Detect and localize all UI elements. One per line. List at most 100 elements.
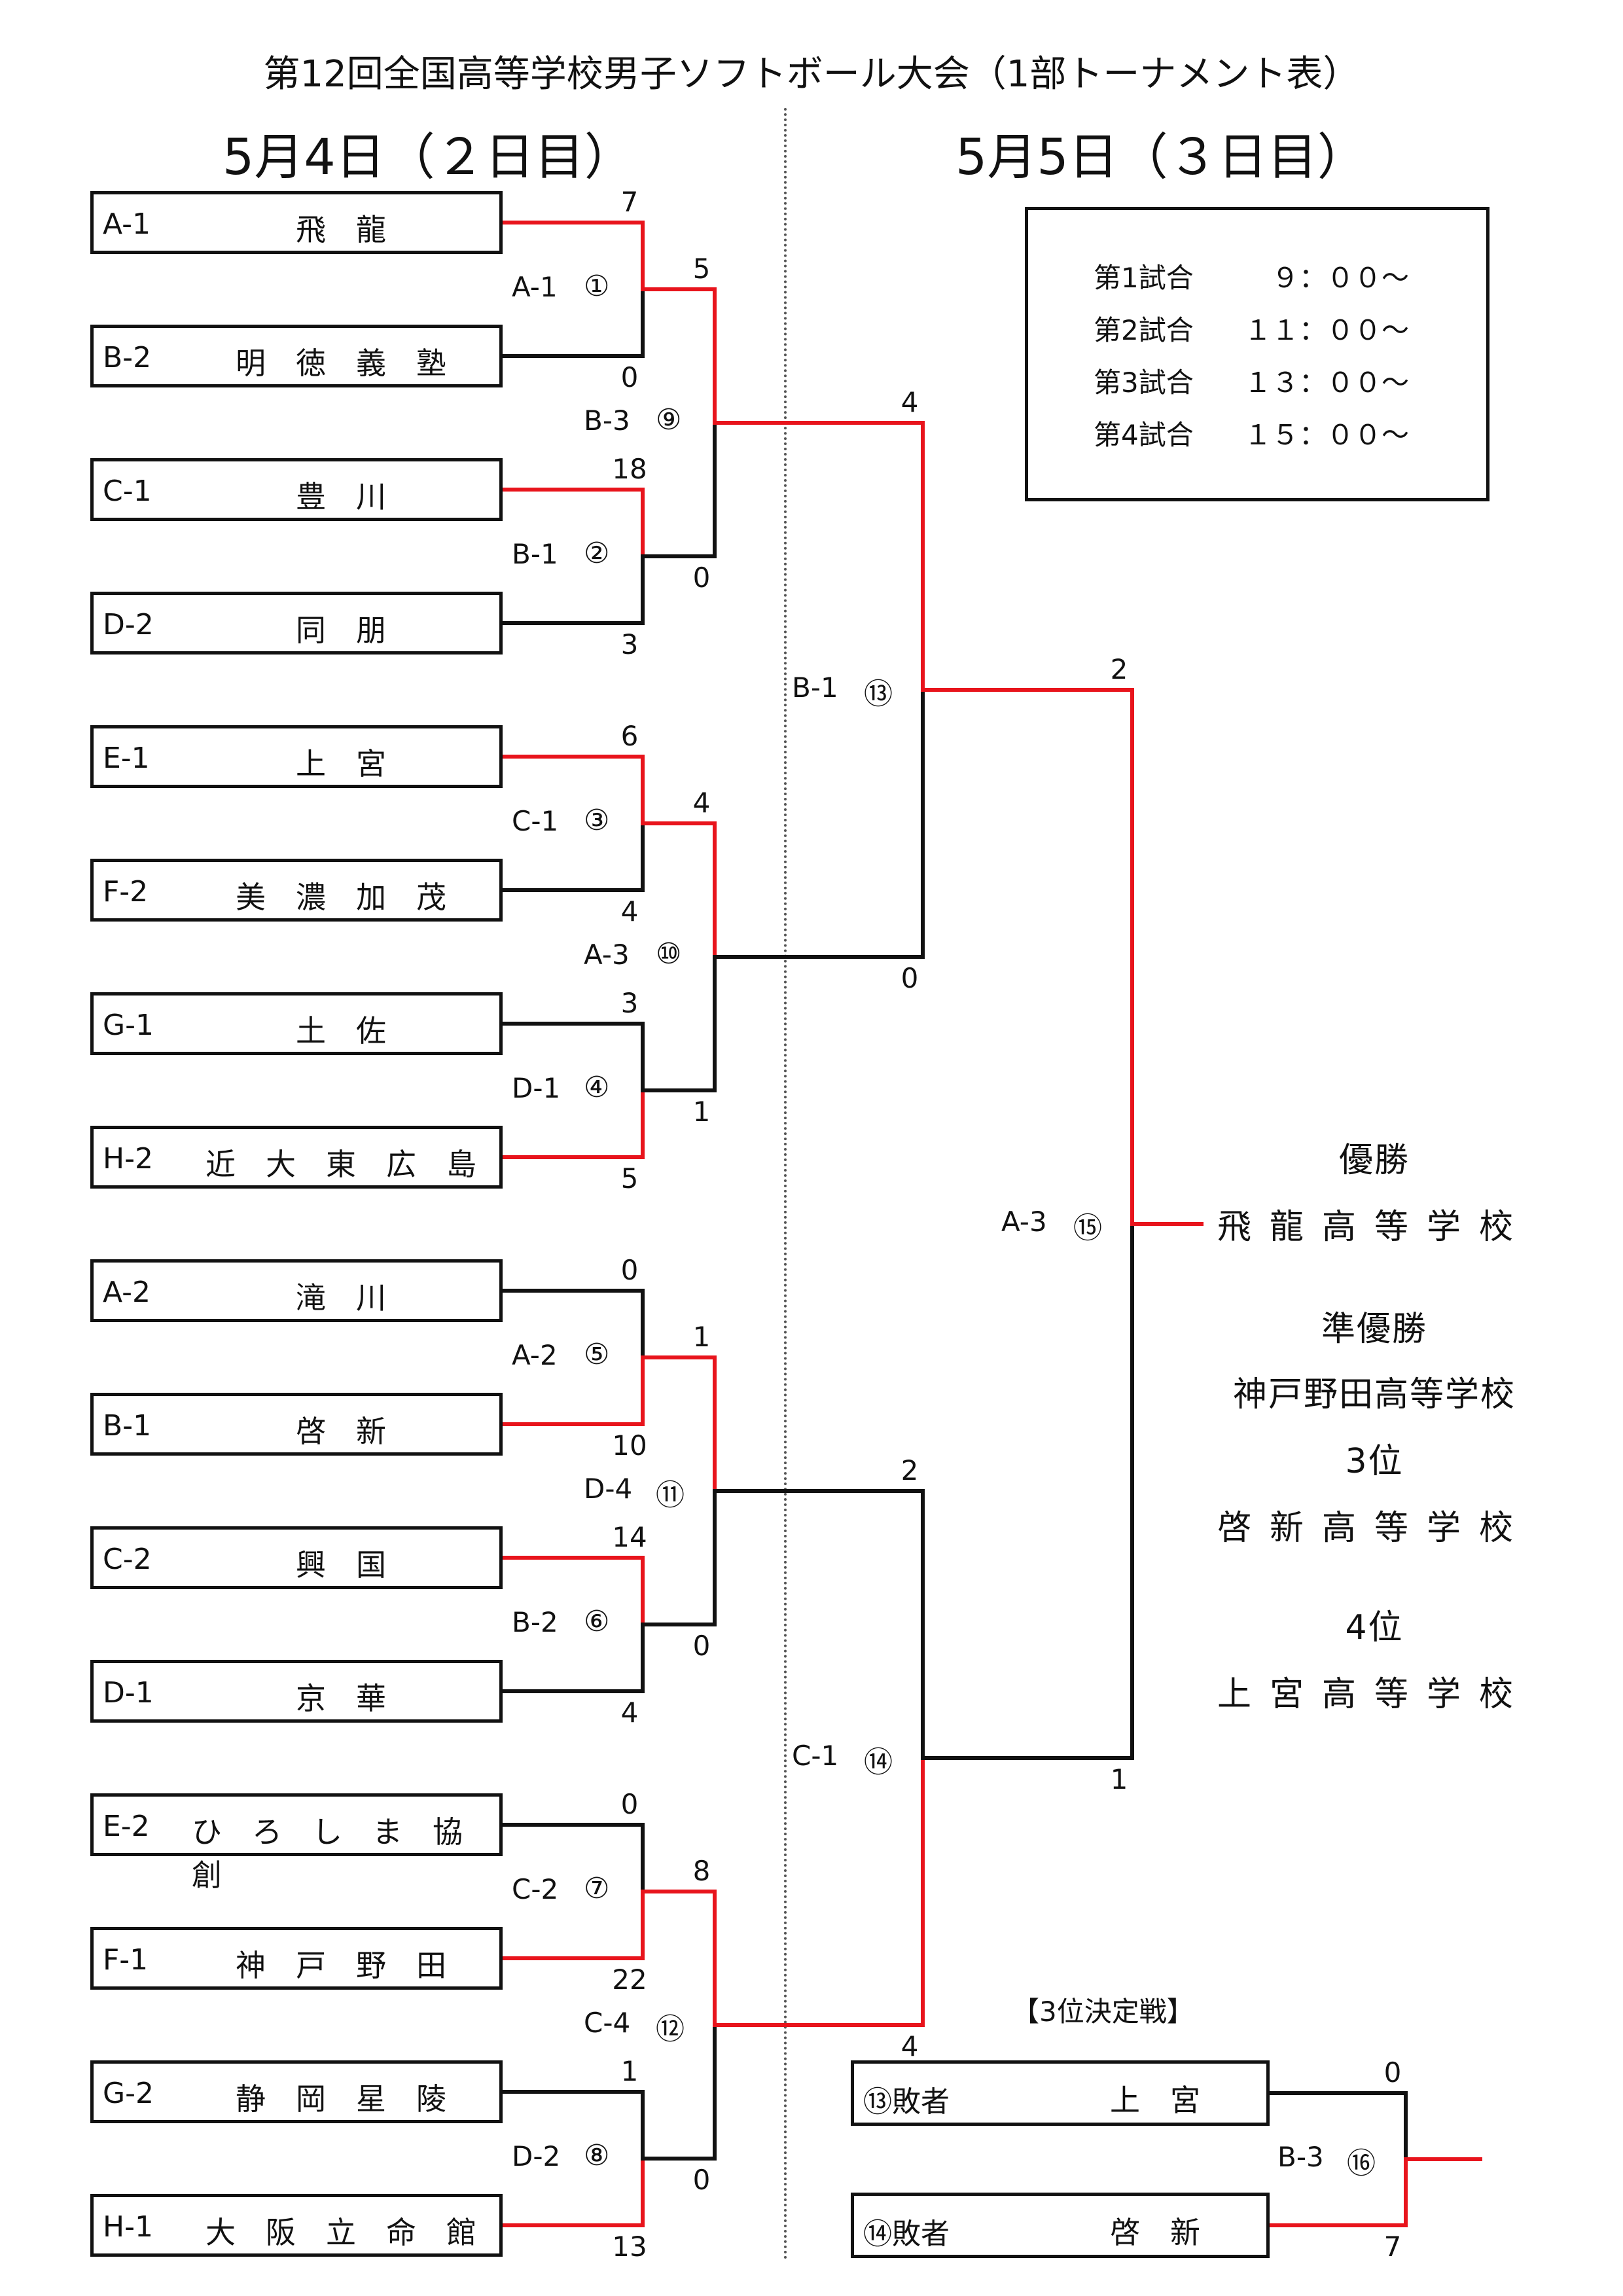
score-label: 0 [620,361,639,393]
team-box: G-1 土 佐 [90,992,503,1055]
winner-label: 優勝 [1338,1141,1410,1180]
team-box: E-2 ひ ろ し ま 協 創 [90,1793,503,1893]
day1-label: 5月4日（２日目） [223,128,634,186]
winner-name: 飛龍高等学校 [1217,1208,1531,1247]
score-label: 0 [692,562,711,594]
match-number: ⑮ [1073,1211,1102,1245]
team-code: G-1 [103,1009,154,1042]
loser-tag: ⑬敗者 [863,2085,950,2119]
team-name: 京 華 [296,1681,386,1716]
schedule-row: 第1試合 ９：００～ [1094,262,1410,294]
match-number: ⑪ [656,1479,685,1512]
court-label: A-2 [512,1339,558,1371]
team-code: D-1 [103,1676,154,1710]
score-label: 4 [620,895,639,927]
team-code: G-2 [103,2077,154,2110]
match-number: ⑯ [1347,2147,1376,2180]
score-label: 5 [620,1162,639,1194]
court-label: B-1 [792,672,838,704]
loser-tag: ⑭敗者 [863,2217,950,2251]
court-label: A-3 [584,939,630,971]
match-number: ③ [584,804,610,837]
score-label: 22 [612,1964,647,1996]
score-label: 13 [612,2231,647,2263]
team-name: 神 戸 野 田 [236,1948,446,1983]
court-label: B-2 [512,1606,558,1638]
match-number: ⑤ [584,1338,610,1371]
score-label: 10 [612,1429,647,1462]
team-name: 土 佐 [296,1013,386,1049]
team-code: F-1 [103,1943,149,1977]
team-box: H-2 近 大 東 広 島 [90,1126,503,1189]
score-label: 1 [1110,1763,1128,1795]
team-code: C-2 [103,1543,152,1576]
score-label: 0 [1383,2056,1402,2089]
score-label: 0 [692,2164,711,2196]
court-label: B-1 [512,538,558,570]
team-name: 飛 龍 [296,212,386,247]
score-label: 4 [901,2030,919,2062]
score-label: 0 [620,1788,639,1820]
score-label: 1 [692,1321,711,1353]
score-label: 8 [692,1855,711,1887]
team-name: 近 大 東 広 島 [205,1147,476,1182]
score-label: 3 [620,987,639,1019]
team-box: E-1 上 宮 [90,725,503,788]
score-label: 2 [901,1454,919,1486]
team-name: 明 徳 義 塾 [236,346,446,381]
score-label: 6 [620,720,639,752]
team-box: D-1 京 華 [90,1660,503,1723]
score-label: 0 [620,1254,639,1286]
team-code: E-1 [103,742,150,775]
court-label: C-1 [512,805,559,837]
score-label: 0 [901,962,919,994]
match-number: ⑬ [864,677,893,711]
court-label: C-1 [792,1740,839,1772]
match-number: ① [584,270,610,303]
team-box: C-2 興 国 [90,1526,503,1589]
match-number: ② [584,537,610,570]
match-number: ⑧ [584,2139,610,2172]
team-code: E-2 [103,1810,150,1843]
score-label: 1 [692,1096,711,1128]
third-place-team-top: ⑬敗者 上 宮 [851,2060,1270,2126]
team-code: B-1 [103,1409,152,1443]
score-label: 4 [692,787,711,819]
team-code: C-1 [103,475,152,508]
court-label: A-1 [512,271,558,303]
team-name: 啓 新 [1110,2215,1200,2250]
court-label: A-3 [1001,1206,1047,1238]
team-code: F-2 [103,875,149,908]
third-place-team-bottom: ⑭敗者 啓 新 [851,2193,1270,2258]
match-number: ④ [584,1071,610,1104]
team-code: H-2 [103,1142,153,1175]
fourth-place-name: 上宮高等学校 [1217,1675,1531,1714]
team-name: 豊 川 [296,479,386,514]
fourth-place-label: 4位 [1345,1608,1404,1647]
score-label: 1 [620,2055,639,2087]
score-label: 0 [692,1630,711,1662]
score-label: 5 [692,253,711,285]
court-label: D-1 [512,1072,561,1104]
court-label: B-3 [1277,2141,1324,2173]
team-name: 興 国 [296,1547,386,1583]
runner-up-label: 準優勝 [1321,1310,1427,1349]
team-name: 大 阪 立 命 館 [205,2215,476,2250]
third-place-heading: 【3位決定戦】 [1012,1996,1194,2028]
team-name: 同 朋 [296,613,386,648]
score-label: 7 [620,186,639,218]
team-name: ひ ろ し ま 協 創 [192,1814,493,1893]
court-label: D-4 [584,1473,633,1505]
day-divider [784,108,787,2261]
page-title: 第12回全国高等学校男子ソフトボール大会（1部トーナメント表） [263,53,1360,96]
team-name: 上 宮 [296,746,386,781]
